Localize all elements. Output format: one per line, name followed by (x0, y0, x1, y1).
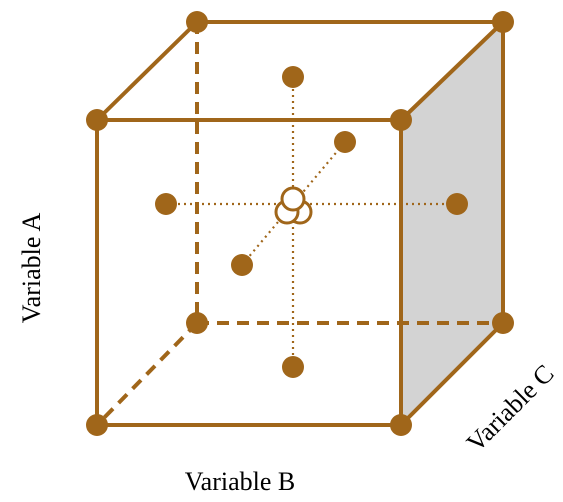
axis-label-variable-c: Variable C (461, 359, 560, 458)
center-points (274, 186, 313, 225)
axial-point (155, 193, 177, 215)
axial-point (282, 356, 304, 378)
factorial-point (390, 414, 412, 436)
factorial-point (86, 414, 108, 436)
axis-label-variable-b: Variable B (185, 467, 295, 496)
axial-point (282, 66, 304, 88)
axial-points (155, 66, 468, 378)
axis-label-variable-a: Variable A (17, 213, 46, 324)
factorial-points (86, 11, 514, 436)
top-left-depth-edge (95, 20, 199, 122)
factorial-point (390, 109, 412, 131)
shaded-right-face (401, 22, 503, 425)
factorial-point (186, 312, 208, 334)
bottom-right-depth-edge (399, 321, 505, 427)
axial-point (231, 254, 253, 276)
axial-line-c (241, 141, 346, 266)
axial-point (334, 131, 356, 153)
hidden-edges (95, 22, 503, 427)
factorial-point (492, 312, 514, 334)
top-right-depth-edge (399, 20, 505, 122)
axial-point (446, 193, 468, 215)
center-point (280, 186, 306, 212)
hidden-edge-bottom-left-depth (95, 321, 199, 427)
factorial-point (492, 11, 514, 33)
factorial-point (186, 11, 208, 33)
factorial-point (86, 109, 108, 131)
